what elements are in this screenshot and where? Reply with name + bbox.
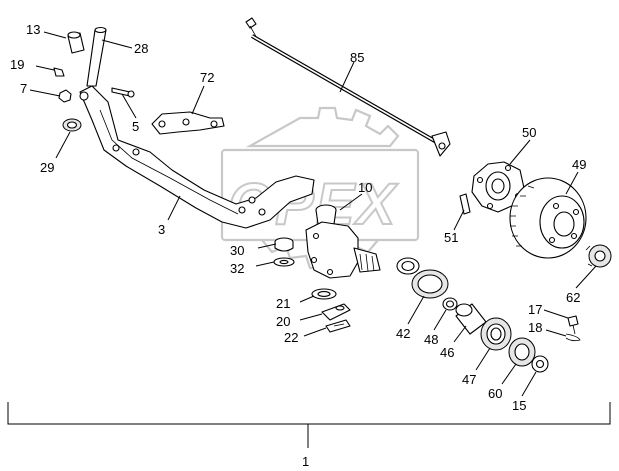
part-5-pin bbox=[111, 87, 135, 98]
part-13-bushing bbox=[67, 31, 85, 54]
callout-1: 1 bbox=[302, 454, 309, 469]
callout-3: 3 bbox=[158, 222, 165, 237]
part-3-axle-beam bbox=[79, 85, 315, 229]
part-28-king-pin bbox=[86, 26, 107, 87]
part-49-brake-drum bbox=[509, 177, 587, 259]
part-32-shim bbox=[273, 257, 295, 267]
part-51-wheel-stud bbox=[459, 193, 471, 215]
callout-47: 47 bbox=[462, 372, 476, 387]
parts bbox=[53, 17, 612, 373]
callout-49: 49 bbox=[572, 157, 586, 172]
callout-29: 29 bbox=[40, 160, 54, 175]
callout-32: 32 bbox=[230, 261, 244, 276]
callout-48: 48 bbox=[424, 332, 438, 347]
callout-72: 72 bbox=[200, 70, 214, 85]
part-72-steering-arm bbox=[151, 111, 225, 135]
callout-19: 19 bbox=[10, 57, 24, 72]
callout-46: 46 bbox=[440, 345, 454, 360]
leader-lines bbox=[29, 31, 597, 397]
part-15-washer bbox=[531, 355, 549, 373]
callout-17: 17 bbox=[528, 302, 542, 317]
part-17-bolt bbox=[567, 315, 579, 335]
part-60-outer-bearing bbox=[508, 337, 536, 367]
part-48-ring bbox=[442, 297, 458, 311]
part-10-steering-knuckle bbox=[305, 204, 381, 279]
assembly-bracket bbox=[7, 402, 611, 448]
part-19-grease-fitting bbox=[53, 67, 65, 77]
part-46-spacer-sleeve bbox=[455, 303, 487, 335]
part-30-thrust-bearing bbox=[274, 237, 294, 252]
callout-22: 22 bbox=[284, 330, 298, 345]
part-7-nut bbox=[58, 89, 72, 103]
callout-21: 21 bbox=[276, 296, 290, 311]
callout-50: 50 bbox=[522, 125, 536, 140]
part-62-hub-cap bbox=[585, 244, 612, 268]
callout-85: 85 bbox=[350, 50, 364, 65]
part-85-tie-rod bbox=[245, 17, 451, 157]
callout-51: 51 bbox=[444, 230, 458, 245]
callout-62: 62 bbox=[566, 290, 580, 305]
callout-7: 7 bbox=[20, 81, 27, 96]
callout-20: 20 bbox=[276, 314, 290, 329]
callout-5: 5 bbox=[132, 119, 139, 134]
callout-labels: 13 28 19 7 72 5 29 85 50 49 3 10 51 30 3… bbox=[10, 22, 586, 469]
callout-42: 42 bbox=[396, 326, 410, 341]
callout-28: 28 bbox=[134, 41, 148, 56]
callout-15: 15 bbox=[512, 398, 526, 413]
part-18-split-pin bbox=[565, 333, 581, 342]
part-22-lock-plate bbox=[325, 319, 351, 333]
part-50-wheel-hub bbox=[471, 161, 525, 213]
part-29-seal bbox=[62, 118, 82, 132]
part-20-cap bbox=[321, 303, 351, 321]
part-21-shim bbox=[311, 288, 337, 300]
callout-18: 18 bbox=[528, 320, 542, 335]
part-42-oil-seal bbox=[396, 257, 449, 299]
watermark-gear-icon bbox=[245, 106, 400, 148]
callout-30: 30 bbox=[230, 243, 244, 258]
callout-60: 60 bbox=[488, 386, 502, 401]
callout-13: 13 bbox=[26, 22, 40, 37]
callout-10: 10 bbox=[358, 180, 372, 195]
part-47-inner-bearing bbox=[480, 317, 512, 351]
